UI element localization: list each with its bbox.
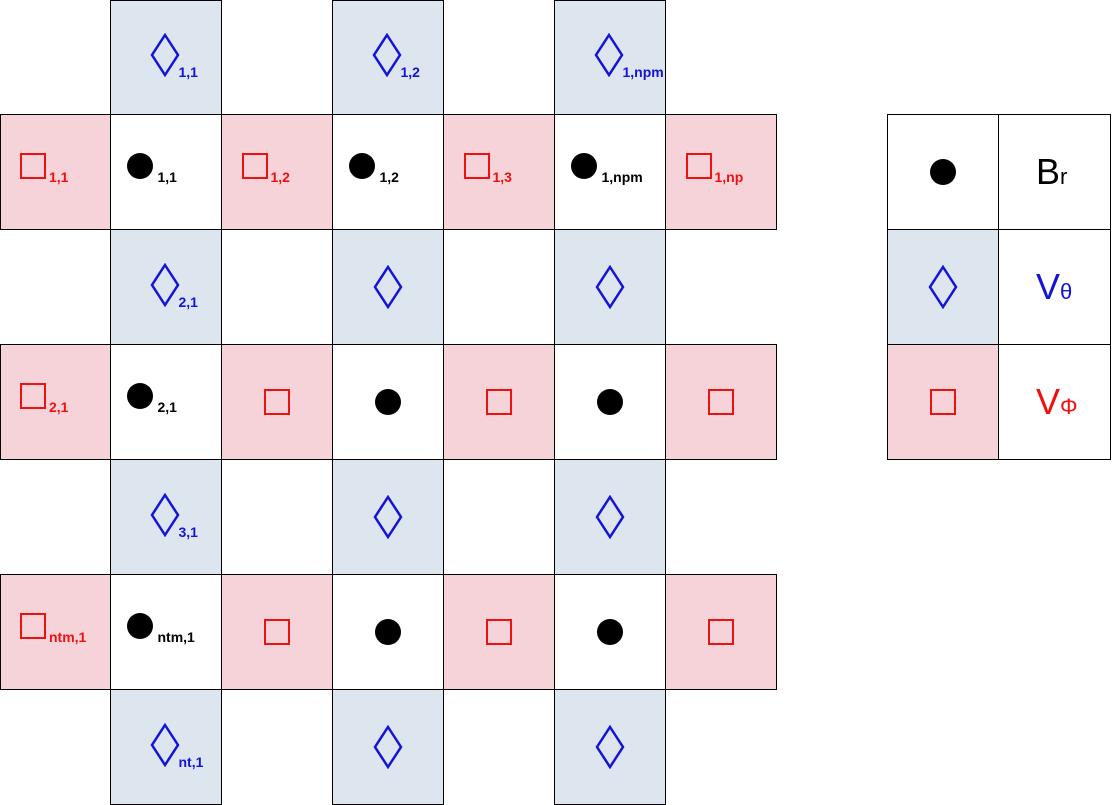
empty-cell: [0, 0, 111, 115]
legend-label: VΦ: [1036, 380, 1078, 422]
index-subscript: 2,1: [178, 293, 198, 310]
index-subscript: 1,npm: [622, 64, 664, 80]
empty-cell: [0, 229, 111, 345]
index-subscript: 1,npm: [601, 168, 643, 185]
empty-cell: [665, 689, 777, 805]
legend-symbol-cell: [887, 229, 999, 345]
legend-label: Vθ: [1036, 265, 1073, 307]
empty-cell: [0, 689, 111, 805]
empty-cell: [221, 229, 333, 345]
grid-cell: [332, 229, 444, 345]
index-subscript: 2,1: [157, 398, 177, 415]
legend-label: Br: [1036, 150, 1068, 192]
index-subscript: ntm,1: [49, 628, 87, 645]
index-subscript: ntm,1: [157, 628, 195, 645]
index-subscript: 1,3: [492, 168, 512, 185]
grid-cell: [332, 459, 444, 575]
grid-cell: [665, 114, 777, 230]
empty-cell: [443, 689, 555, 805]
index-subscript: 1,2: [379, 168, 399, 185]
grid-cell: [221, 344, 333, 460]
grid-cell: [332, 0, 444, 115]
empty-cell: [0, 459, 111, 575]
legend-label-cell: [998, 344, 1111, 460]
index-subscript: 1,1: [178, 64, 198, 80]
legend-label-cell: [998, 229, 1111, 345]
index-subscript: 1,2: [270, 168, 290, 185]
grid-cell: [443, 344, 555, 460]
grid-cell: [665, 574, 777, 690]
grid-cell: [554, 0, 666, 115]
grid-cell: [110, 689, 222, 805]
grid-cell: [110, 459, 222, 575]
legend-label-cell: [998, 114, 1111, 230]
empty-cell: [665, 229, 777, 345]
legend-symbol-cell: [887, 344, 999, 460]
index-subscript: 3,1: [178, 523, 198, 540]
grid-cell: [554, 689, 666, 805]
grid-cell: [332, 689, 444, 805]
empty-cell: [221, 459, 333, 575]
empty-cell: [665, 459, 777, 575]
grid-cell: [443, 574, 555, 690]
index-subscript: 1,2: [400, 64, 420, 80]
grid-cell: [0, 344, 111, 460]
index-subscript: 2,1: [49, 398, 69, 415]
index-subscript: 1,1: [49, 168, 69, 185]
empty-cell: [443, 229, 555, 345]
index-subscript: nt,1: [178, 753, 204, 770]
empty-cell: [221, 0, 333, 115]
empty-cell: [221, 689, 333, 805]
grid-cell: [110, 229, 222, 345]
grid-cell: [554, 459, 666, 575]
empty-cell: [443, 0, 555, 115]
empty-cell: [665, 0, 777, 115]
empty-cell: [443, 459, 555, 575]
index-subscript: 1,1: [157, 168, 177, 185]
grid-cell: [110, 0, 222, 115]
grid-cell: [0, 574, 111, 690]
index-subscript: 1,np: [714, 168, 744, 185]
grid-cell: [665, 344, 777, 460]
grid-cell: [221, 574, 333, 690]
grid-cell: [443, 114, 555, 230]
